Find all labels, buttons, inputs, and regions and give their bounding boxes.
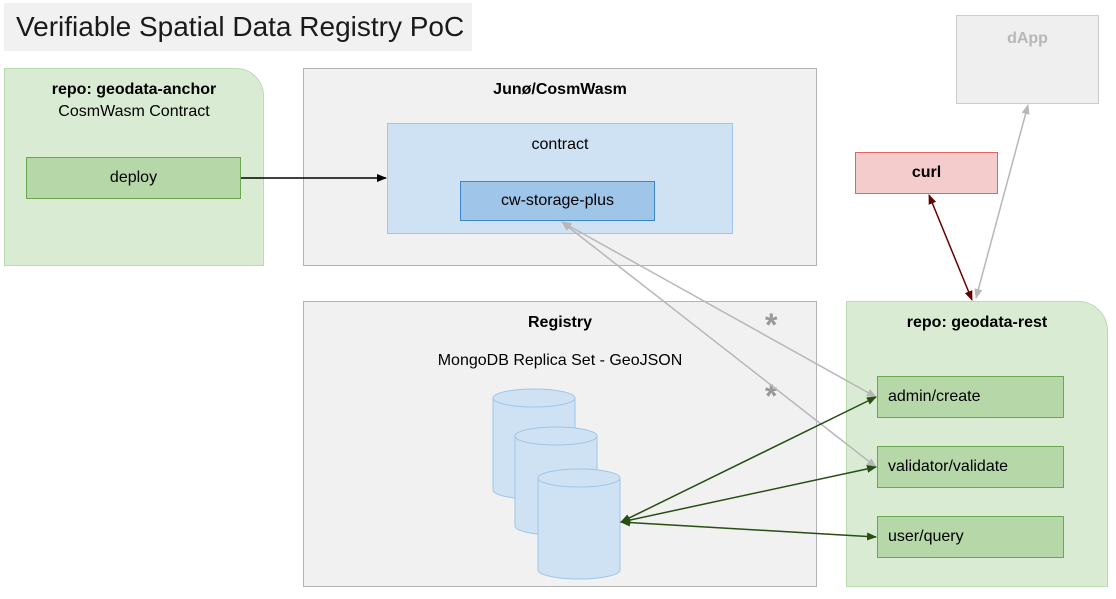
page-title: Verifiable Spatial Data Registry PoC	[4, 3, 472, 51]
endpoint-admin-create: admin/create	[877, 376, 1064, 418]
arrow-db-validator	[620, 464, 877, 525]
arrow-storage-validator	[561, 221, 877, 468]
arrow-curl-rest	[928, 194, 973, 301]
arrow-db-admin	[620, 396, 877, 523]
anchor-repo-title: repo: geodata-anchor	[51, 81, 217, 98]
arrow-db-query	[620, 518, 877, 541]
juno-cosmwasm-title: Junø/CosmWasm	[493, 81, 627, 98]
endpoint-validator-validate: validator/validate	[877, 446, 1064, 488]
contract-label: contract	[531, 136, 589, 153]
database-icon	[537, 468, 621, 580]
endpoint-user-query: user/query	[877, 516, 1064, 558]
arrow-rest-dapp	[974, 104, 1030, 299]
anchor-repo-subtitle: CosmWasm Contract	[58, 103, 210, 120]
dapp-box: dApp	[956, 15, 1099, 104]
curl-box: curl	[855, 152, 998, 194]
rest-repo-title: repo: geodata-rest	[906, 314, 1048, 331]
arrow-storage-admin	[561, 221, 877, 398]
cw-storage-plus-box: cw-storage-plus	[460, 181, 655, 221]
deploy-box: deploy	[26, 157, 241, 199]
